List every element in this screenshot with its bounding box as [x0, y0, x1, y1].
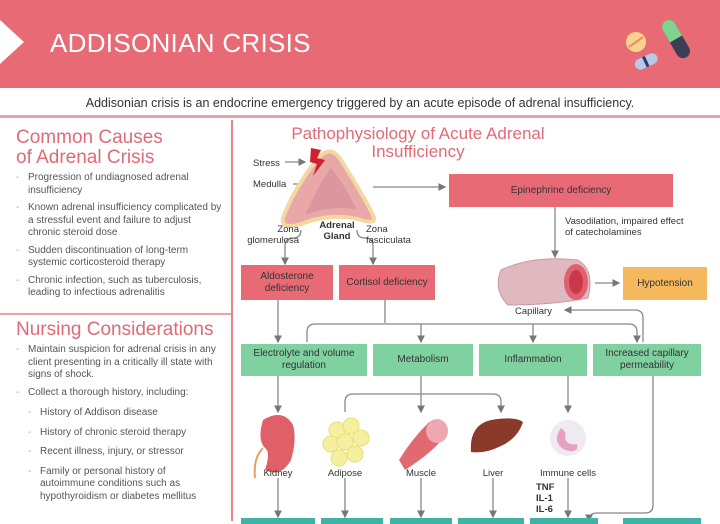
diagram-panel: Pathophysiology of Acute Adrenal Insuffi…	[233, 120, 720, 524]
immune-cells-label: Immune cells	[540, 468, 596, 479]
result-box	[530, 518, 598, 524]
nursing-list: Maintain suspicion for adrenal crisis in…	[0, 344, 223, 399]
vasodilation-label: Vasodilation, impaired effect of catecho…	[565, 216, 684, 238]
list-item: Family or personal history of autoimmune…	[28, 466, 215, 504]
zona-fasciculata-label: Zona fasciculata	[366, 224, 411, 246]
diagram-title: Pathophysiology of Acute Adrenal Insuffi…	[233, 125, 603, 161]
result-box	[458, 518, 524, 524]
adipose-icon	[322, 417, 370, 467]
causes-title-line1: Common Causes	[16, 127, 163, 148]
result-box	[390, 518, 452, 524]
history-list: History of Addison disease History of ch…	[0, 407, 223, 503]
metabolism-box: Metabolism	[373, 344, 473, 376]
nursing-section: Nursing Considerations Maintain suspicio…	[0, 320, 223, 510]
subtitle: Addisonian crisis is an endocrine emerge…	[0, 88, 720, 118]
list-item: Maintain suspicion for adrenal crisis in…	[16, 344, 223, 382]
result-box	[623, 518, 701, 524]
adipose-label: Adipose	[327, 468, 363, 479]
inflammation-box: Inflammation	[479, 344, 587, 376]
list-item: Recent illness, injury, or stressor	[28, 446, 215, 459]
pills-icon	[626, 19, 690, 70]
list-item: Collect a thorough history, including:	[16, 387, 223, 400]
list-item: Progression of undiagnosed adrenal insuf…	[16, 172, 223, 197]
zona-glomerulosa-label: Zona glomerulosa	[247, 224, 299, 246]
causes-title-line2: of Adrenal Crisis	[16, 147, 155, 168]
cytokine-il6: IL-6	[536, 504, 553, 515]
section-divider	[0, 313, 231, 315]
cytokine-il1: IL-1	[536, 493, 553, 504]
muscle-icon	[399, 419, 448, 470]
capillary-icon	[497, 258, 591, 306]
hypotension-box: Hypotension	[623, 267, 707, 300]
cortisol-deficiency-box: Cortisol deficiency	[339, 265, 435, 300]
kidney-icon	[260, 415, 295, 473]
capillary-label: Capillary	[515, 306, 552, 317]
epinephrine-deficiency-box: Epinephrine deficiency	[449, 174, 673, 207]
capillary-permeability-box: Increased capillary permeability	[593, 344, 701, 376]
list-item: History of Addison disease	[28, 407, 215, 420]
page-title: ADDISONIAN CRISIS	[50, 28, 311, 58]
list-item: Known adrenal insufficiency complicated …	[16, 202, 223, 240]
chevron-icon	[0, 20, 24, 64]
nursing-title: Nursing Considerations	[16, 319, 214, 340]
causes-section: Common Causes of Adrenal Crisis Progress…	[0, 128, 223, 305]
stress-label: Stress	[253, 158, 280, 169]
result-box	[241, 518, 315, 524]
muscle-label: Muscle	[405, 468, 437, 479]
diagram-title-line1: Pathophysiology of Acute Adrenal	[291, 124, 545, 143]
medulla-label: Medulla	[253, 179, 287, 190]
cytokine-tnf: TNF	[536, 482, 555, 493]
diagram-title-line2: Insufficiency	[371, 142, 465, 161]
liver-icon	[470, 418, 523, 453]
list-item: Chronic infection, such as tuberculosis,…	[16, 275, 223, 300]
causes-list: Progression of undiagnosed adrenal insuf…	[0, 172, 223, 300]
flow-connectors	[253, 148, 654, 521]
kidney-label: Kidney	[263, 468, 293, 479]
list-item: History of chronic steroid therapy	[28, 427, 215, 440]
immune-cell-icon	[550, 420, 586, 456]
title-banner: ADDISONIAN CRISIS	[0, 0, 720, 88]
left-column: Common Causes of Adrenal Crisis Progress…	[0, 120, 233, 521]
electrolyte-regulation-box: Electrolyte and volume regulation	[241, 344, 367, 376]
aldosterone-deficiency-box: Aldosterone deficiency	[241, 265, 333, 300]
liver-label: Liver	[482, 468, 504, 479]
result-box	[321, 518, 383, 524]
list-item: Sudden discontinuation of long-term syst…	[16, 245, 223, 270]
lightning-icon	[310, 148, 325, 176]
adrenal-gland-label: Adrenal Gland	[319, 220, 355, 242]
